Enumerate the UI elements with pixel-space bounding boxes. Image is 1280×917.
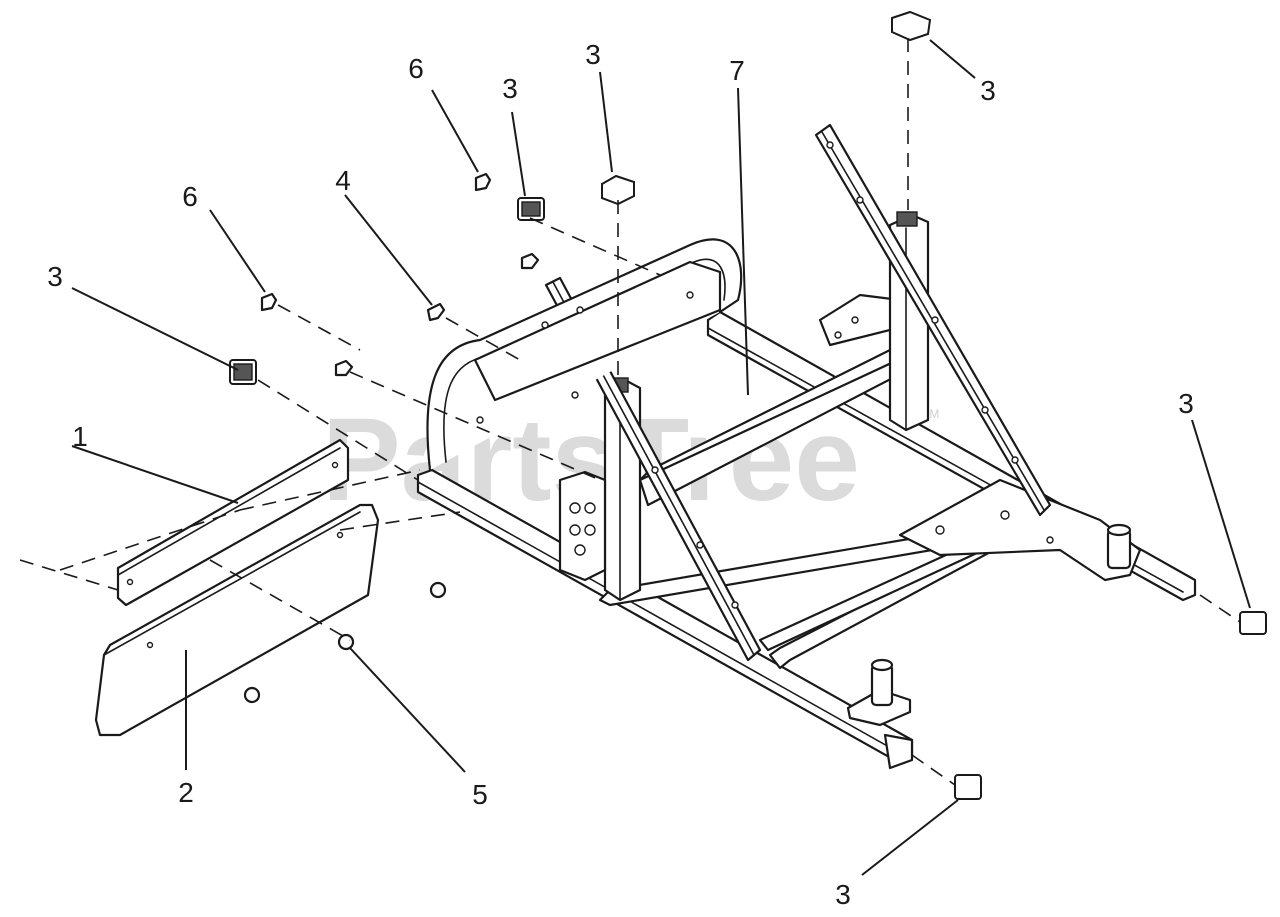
callout-3-top-center: 3 — [585, 39, 601, 70]
callout-4: 4 — [335, 165, 351, 196]
leader-lines — [71, 39, 1251, 876]
callout-7: 7 — [729, 55, 745, 86]
main-frame — [416, 123, 1197, 770]
callout-2: 2 — [178, 777, 194, 808]
square-caps — [229, 10, 1267, 800]
callouts: 1 2 3 3 3 3 3 3 4 5 6 6 7 — [47, 39, 1194, 910]
callout-1: 1 — [72, 421, 88, 452]
callout-6-left: 6 — [182, 181, 198, 212]
callout-3-bottom: 3 — [835, 879, 851, 910]
panel-1 — [116, 438, 350, 607]
callout-3-left: 3 — [47, 261, 63, 292]
assembly-lines — [19, 38, 1241, 786]
callout-6-top: 6 — [408, 53, 424, 84]
callout-3-top-right: 3 — [980, 75, 996, 106]
callout-3-right: 3 — [1178, 388, 1194, 419]
panel-2 — [94, 503, 380, 737]
fasteners — [243, 172, 540, 704]
callout-5: 5 — [472, 779, 488, 810]
callout-3-top-left: 3 — [502, 73, 518, 104]
